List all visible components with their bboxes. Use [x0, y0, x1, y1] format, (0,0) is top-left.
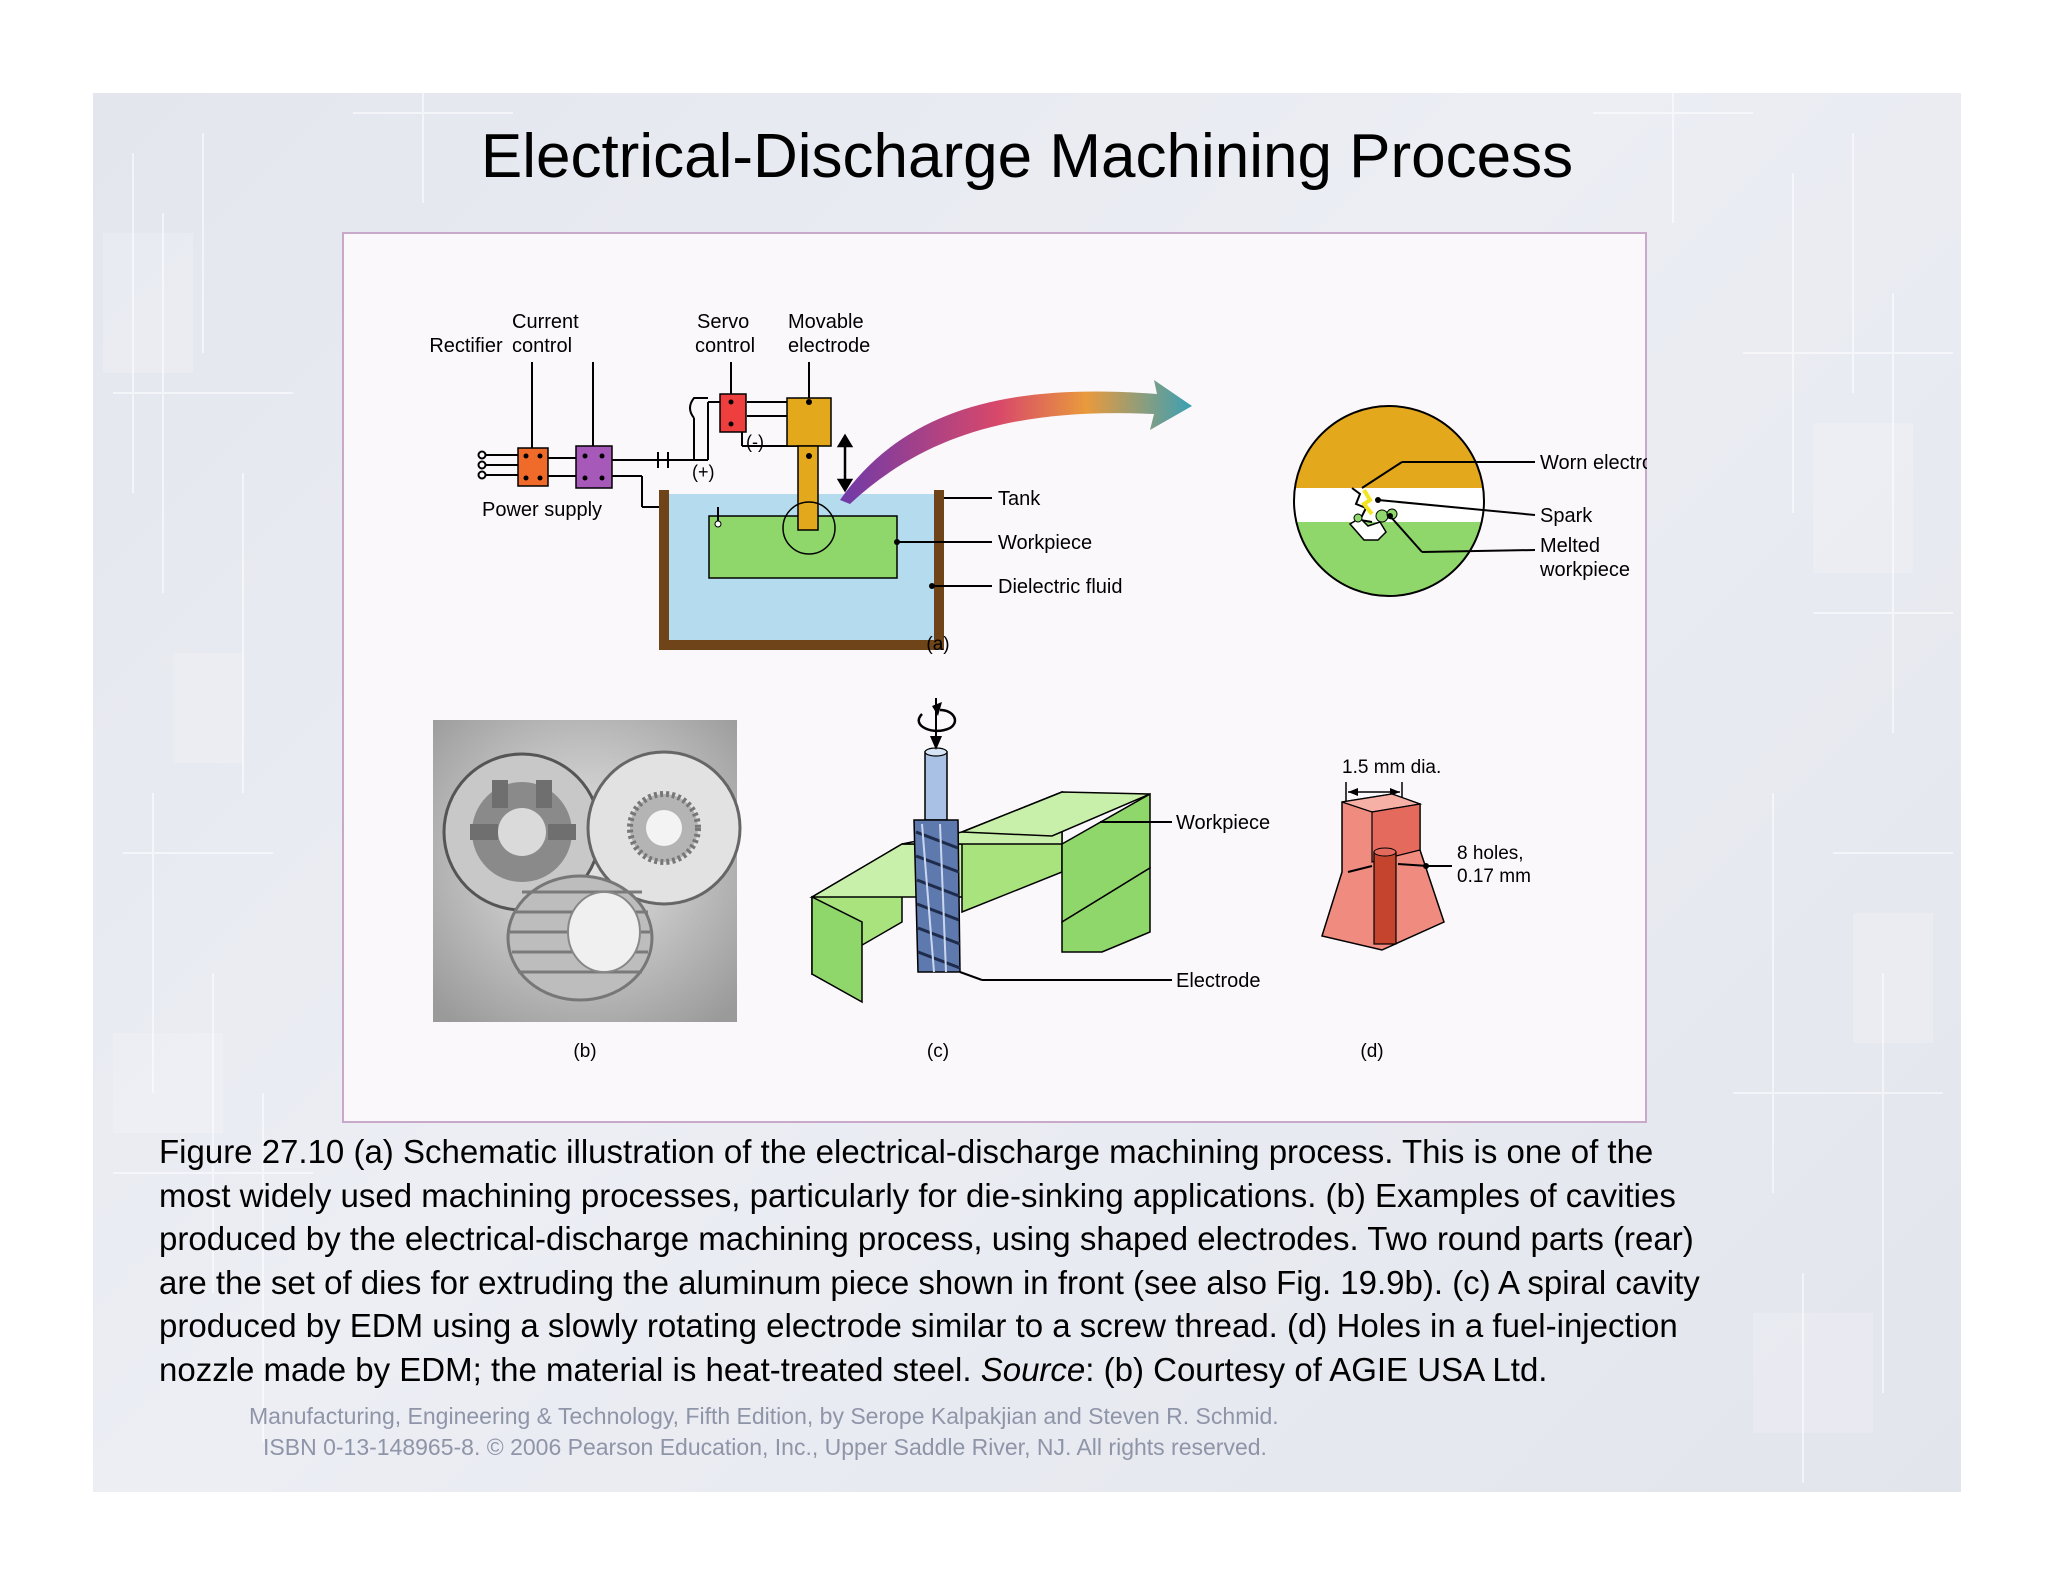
spiral-electrode — [913, 819, 961, 973]
panel-label-c: (c) — [927, 1041, 949, 1062]
label-worn-electrode: Worn electrode — [1540, 452, 1647, 474]
detail-circle — [782, 501, 836, 555]
label-plus: (+) — [692, 462, 715, 482]
caption-line-source: nozzle made by EDM; the material is heat… — [159, 1348, 1939, 1392]
caption-line: produced by the electrical-discharge mac… — [159, 1220, 1694, 1257]
label-movable-electrode-line1: Movable — [788, 311, 864, 333]
caption-line: produced by EDM using a slowly rotating … — [159, 1307, 1678, 1344]
label-holes-line2: 0.17 mm — [1457, 866, 1531, 887]
label-tank: Tank — [998, 488, 1041, 510]
tank-wall — [659, 490, 944, 650]
footer-isbn: ISBN 0-13-148965-8. © 2006 Pearson Educa… — [263, 1434, 1267, 1460]
caption-text: nozzle made by EDM; the material is heat… — [159, 1350, 981, 1388]
panel-label-a: (a) — [926, 634, 949, 655]
current-control-box — [575, 445, 613, 489]
panel-b-photo: (b) — [433, 720, 742, 1062]
caption-line: Figure 27.10 (a) Schematic illustration … — [159, 1133, 1654, 1170]
electrode-head — [786, 397, 832, 447]
figure-panel: Current control Rectifier Servo control … — [342, 232, 1647, 1123]
label-melted-workpiece-line1: Melted — [1540, 535, 1600, 557]
servo-control-box — [719, 393, 747, 433]
panel-label-b: (b) — [573, 1041, 596, 1062]
caption-line: most widely used machining processes, pa… — [159, 1176, 1676, 1214]
caption-line: are the set of dies for extruding the al… — [159, 1263, 1700, 1301]
movable-electrode — [797, 445, 819, 531]
label-holes-line1: 8 holes, — [1457, 843, 1524, 864]
background-pattern — [103, 93, 1953, 1483]
slide: Electrical-Discharge Machining Process C… — [93, 93, 1961, 1492]
magnify-arrow — [840, 380, 1192, 504]
label-current-control-line2: control — [512, 335, 572, 357]
rectifier-box — [517, 447, 549, 487]
label-dielectric-fluid: Dielectric fluid — [998, 576, 1122, 598]
label-electrode-c: Electrode — [1176, 970, 1261, 992]
label-minus: (-) — [746, 432, 764, 452]
panel-d-nozzle: 1.5 mm dia. 8 holes, 0.17 mm (d) — [1321, 757, 1531, 1062]
nozzle-bore — [1373, 851, 1397, 945]
label-diameter: 1.5 mm dia. — [1342, 757, 1441, 778]
label-current-control-line1: Current — [512, 311, 579, 333]
electrode-shaft — [924, 751, 948, 821]
label-rectifier: Rectifier — [429, 335, 503, 357]
label-servo-control-line2: control — [695, 335, 755, 357]
panel-c-spiral: Workpiece Electrode (c) — [809, 698, 1270, 1062]
panel-label-d: (d) — [1360, 1041, 1383, 1062]
slide-title: Electrical-Discharge Machining Process — [480, 122, 1574, 191]
caption-credit: : (b) Courtesy of AGIE USA Ltd. — [1085, 1350, 1548, 1388]
label-movable-electrode-line2: electrode — [788, 335, 870, 357]
label-power-supply: Power supply — [482, 499, 602, 521]
feed-arrow — [836, 433, 854, 493]
label-melted-workpiece-line2: workpiece — [1539, 559, 1630, 581]
footer-book-credit: Manufacturing, Engineering & Technology,… — [249, 1403, 1279, 1429]
label-spark: Spark — [1540, 505, 1593, 527]
label-workpiece-c: Workpiece — [1176, 812, 1270, 834]
label-workpiece-a: Workpiece — [998, 532, 1092, 554]
caption-source-label: Source — [980, 1350, 1086, 1388]
figure-caption: Figure 27.10 (a) Schematic illustration … — [159, 1130, 1939, 1391]
label-servo-control-line1: Servo — [697, 311, 749, 333]
